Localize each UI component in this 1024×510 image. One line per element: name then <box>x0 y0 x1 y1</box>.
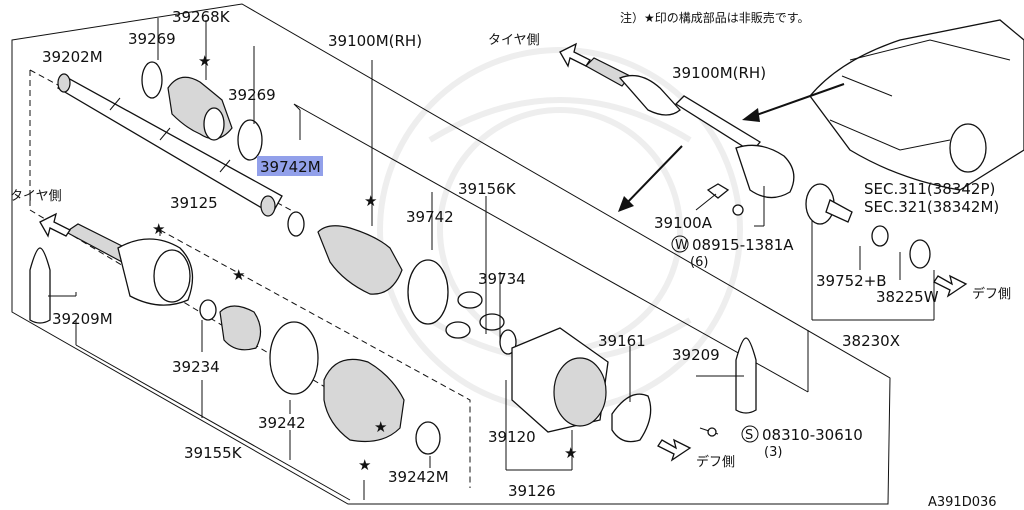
label-39269-top[interactable]: 39269 <box>128 30 176 48</box>
label-tire-side-top: タイヤ側 <box>488 33 540 48</box>
label-39269-mid[interactable]: 39269 <box>228 86 276 104</box>
star-marker: ★ <box>232 266 245 284</box>
label-sec311[interactable]: SEC.311(38342P) <box>864 180 995 198</box>
label-39120[interactable]: 39120 <box>488 428 536 446</box>
label-08915-1381a[interactable]: 08915-1381A <box>692 236 794 254</box>
direction-arrows <box>39 42 968 462</box>
label-diff-side-right: デフ側 <box>972 286 1011 302</box>
hub-sec311 <box>805 183 931 269</box>
screw-marker-letter: S <box>745 428 753 443</box>
screw-circle-marker <box>741 425 759 443</box>
label-38225w[interactable]: 38225W <box>876 288 939 306</box>
bolt-39100a <box>706 183 744 216</box>
washer-marker-letter: W <box>675 238 688 253</box>
label-39156k[interactable]: 39156K <box>458 180 517 198</box>
boot-39242m <box>323 358 441 455</box>
band-39242 <box>269 321 319 395</box>
note-non-sale: 注）★印の構成部品は非販売です。 <box>620 10 810 25</box>
assembled-shaft <box>585 57 795 199</box>
boot-39742 <box>287 211 449 325</box>
label-39155k[interactable]: 39155K <box>184 444 243 462</box>
non-sale-stars: ★ ★ ★ ★ ★ ★ ★ <box>152 52 577 474</box>
label-38230x[interactable]: 38230X <box>842 332 900 350</box>
label-diff-side-bottom: デフ側 <box>696 454 735 470</box>
label-39100m-rh-small[interactable]: 39100M(RH) <box>672 64 766 82</box>
housing-39120 <box>511 327 609 433</box>
label-39100a[interactable]: 39100A <box>654 214 713 232</box>
label-08310-30610[interactable]: 08310-30610 <box>762 426 863 444</box>
grease-tube-39209m <box>29 247 51 324</box>
star-marker: ★ <box>152 220 165 238</box>
washer-circle-marker <box>671 235 689 253</box>
label-39742[interactable]: 39742 <box>406 208 454 226</box>
highlight-box <box>257 156 323 176</box>
label-39234[interactable]: 39234 <box>172 358 220 376</box>
label-39125[interactable]: 39125 <box>170 194 218 212</box>
grease-tube-39209 <box>735 337 757 414</box>
label-screw-qty: (3) <box>764 445 782 460</box>
label-39242[interactable]: 39242 <box>258 414 306 432</box>
label-39242m[interactable]: 39242M <box>388 468 449 486</box>
star-marker: ★ <box>198 52 211 70</box>
vehicle-sketch <box>809 19 1024 191</box>
figure-code: A391D036 <box>928 495 997 510</box>
cv-joint-outer <box>64 223 262 351</box>
leader-lines <box>48 18 935 501</box>
star-marker: ★ <box>358 456 371 474</box>
label-washer-qty: (6) <box>690 255 708 270</box>
label-39209m[interactable]: 39209M <box>52 310 113 328</box>
label-39734[interactable]: 39734 <box>478 270 526 288</box>
label-39742m[interactable]: 39742M <box>260 158 321 176</box>
shaft-39202m <box>56 73 283 217</box>
label-39268k[interactable]: 39268K <box>172 8 231 26</box>
screw-08310 <box>699 427 719 437</box>
label-39752b[interactable]: 39752+B <box>816 272 887 290</box>
star-marker: ★ <box>374 418 387 436</box>
label-sec321[interactable]: SEC.321(38342M) <box>864 198 999 216</box>
label-39126[interactable]: 39126 <box>508 482 556 500</box>
label-39202m[interactable]: 39202M <box>42 48 103 66</box>
labels: 注）★印の構成部品は非販売です。 タイヤ側 タイヤ側 デフ側 デフ側 39268… <box>10 8 1011 510</box>
cover-39161 <box>611 393 652 443</box>
star-marker: ★ <box>564 444 577 462</box>
label-39209[interactable]: 39209 <box>672 346 720 364</box>
label-39100m-rh-main[interactable]: 39100M(RH) <box>328 32 422 50</box>
boot-39268k <box>141 61 263 161</box>
star-marker: ★ <box>364 192 377 210</box>
label-39161[interactable]: 39161 <box>598 332 646 350</box>
label-tire-side-left: タイヤ側 <box>10 189 62 204</box>
